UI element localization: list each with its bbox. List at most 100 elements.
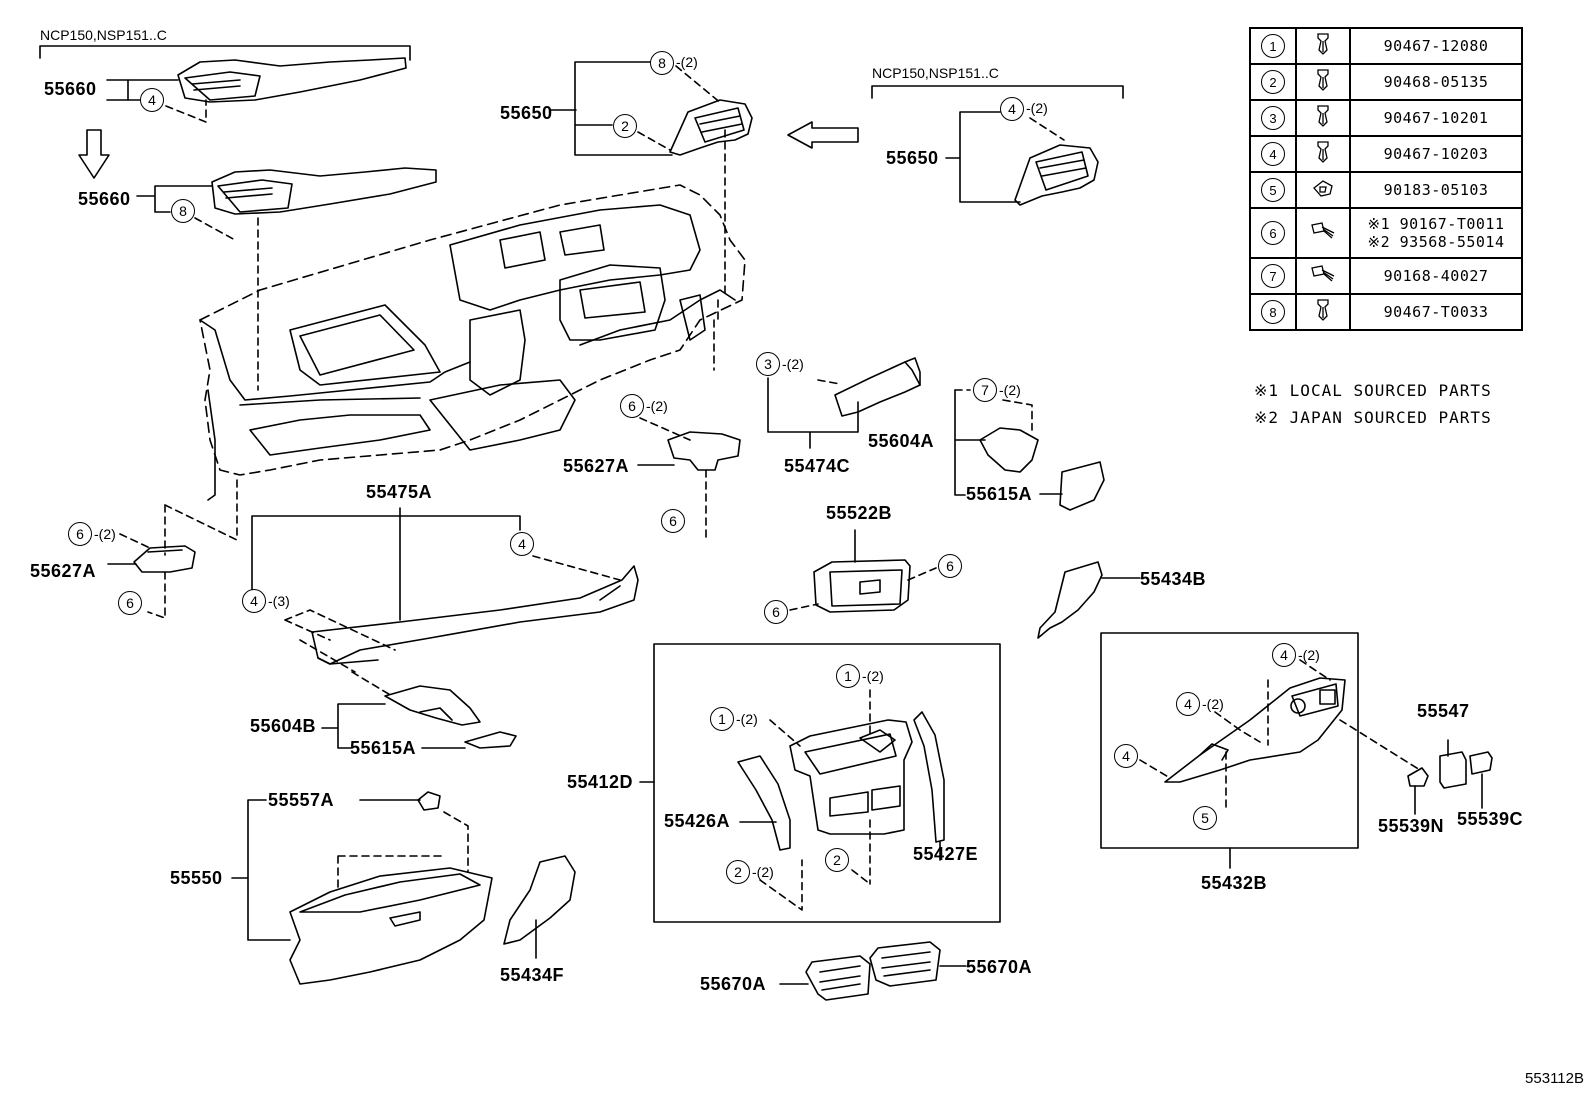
group-box-55412D [653,643,1001,923]
part-label-55432B[interactable]: 55432B [1201,873,1268,893]
callout-8: 8 [171,199,195,223]
legend-part-code-alt: ※2 93568-55014 [1367,233,1505,251]
part-55550 [289,867,493,985]
quantity-label: -(2) [676,54,698,70]
part-55557A [417,791,441,811]
part-label-55670A-left[interactable]: 55670A [700,974,767,994]
vent-55660-lower [211,167,437,215]
part-label-55627A-left[interactable]: 55627A [30,561,97,581]
part-55427E [913,711,945,843]
part-55434B [1037,561,1103,639]
part-label-55650-top[interactable]: 55650 [500,103,553,123]
part-label-55615A-bottom[interactable]: 55615A [350,738,417,758]
condition-bracket-left [39,45,411,61]
part-label-55604B[interactable]: 55604B [250,716,317,736]
part-label-55550[interactable]: 55550 [170,868,223,888]
quantity-label: -(3) [268,593,290,609]
part-55670A-right [869,941,941,987]
note-japan-sourced: ※2 JAPAN SOURCED PARTS [1254,408,1492,427]
callout-4: 4 [1000,97,1024,121]
legend-row: 6 ※1 90167-T0011 ※2 93568-55014 [1249,207,1523,259]
part-55426A [737,755,791,851]
part-55412D [789,719,913,835]
vent-55650-right [1014,144,1099,206]
callout-6: 6 [764,600,788,624]
part-55539C [1469,751,1493,809]
callout-6: 6 [938,554,962,578]
part-label-55427E[interactable]: 55427E [913,844,979,864]
legend-row: 8 90467-T0033 [1249,293,1523,331]
clip-icon [1317,299,1329,321]
legend-number: 8 [1261,300,1285,324]
part-label-55547[interactable]: 55547 [1417,701,1470,721]
clip-icon [1317,69,1329,91]
part-label-55539C[interactable]: 55539C [1457,809,1524,829]
part-label-55660-lower[interactable]: 55660 [78,189,131,209]
part-label-55522B[interactable]: 55522B [826,503,893,523]
part-label-55434B[interactable]: 55434B [1140,569,1207,589]
part-55434F [503,855,576,945]
legend-part-code: 90183-05103 [1349,171,1523,209]
callout-2: 2 [825,848,849,872]
part-55432B [1164,677,1346,783]
legend-number: 2 [1261,70,1285,94]
part-55539N [1407,767,1429,815]
quantity-label: -(2) [736,711,758,727]
callout-4: 4 [510,532,534,556]
part-label-55426A[interactable]: 55426A [664,811,731,831]
part-55627A-left [133,545,196,573]
instrument-panel-body [199,184,746,501]
quantity-label: -(2) [1026,100,1048,116]
part-label-55475A[interactable]: 55475A [366,482,433,502]
quantity-label: -(2) [94,526,116,542]
quantity-label: -(2) [1298,647,1320,663]
legend-number: 7 [1261,264,1285,288]
legend-number: 1 [1261,34,1285,58]
quantity-label: -(2) [1202,696,1224,712]
part-label-55474C[interactable]: 55474C [784,456,851,476]
quantity-label: -(2) [862,668,884,684]
group-box-55432B [1100,632,1359,849]
part-label-55670A-right[interactable]: 55670A [966,957,1033,977]
callout-1: 1 [710,707,734,731]
part-55604A [979,427,1039,473]
screw-icon [1311,265,1335,282]
part-55604B [384,685,481,726]
callout-5: 5 [1193,806,1217,830]
part-label-55412D[interactable]: 55412D [567,772,634,792]
part-55615A-top [1059,461,1105,511]
callout-4: 4 [1272,643,1296,667]
part-label-55615A-top[interactable]: 55615A [966,484,1033,504]
legend-number: 4 [1261,142,1285,166]
part-55627A-center [667,431,741,471]
clip-icon [1317,105,1329,127]
note-local-sourced: ※1 LOCAL SOURCED PARTS [1254,381,1492,400]
callout-2: 2 [726,860,750,884]
quantity-label: -(2) [646,398,668,414]
down-arrow-icon [78,129,110,179]
legend-row: 1 90467-12080 [1249,27,1523,65]
part-label-55660-top[interactable]: 55660 [44,79,97,99]
quantity-label: -(2) [782,356,804,372]
vent-55660-top [177,57,407,103]
part-label-55604A[interactable]: 55604A [868,431,935,451]
left-arrow-icon [787,121,859,149]
part-label-55539N[interactable]: 55539N [1378,816,1445,836]
part-55670A-left [805,955,871,1001]
part-label-55557A[interactable]: 55557A [268,790,335,810]
part-label-55650-right[interactable]: 55650 [886,148,939,168]
part-label-55627A-center[interactable]: 55627A [563,456,630,476]
clip-icon [1317,33,1329,55]
part-55615A-bottom [464,731,517,749]
callout-3: 3 [756,352,780,376]
legend-number: 3 [1261,106,1285,130]
part-label-55434F[interactable]: 55434F [500,965,565,985]
legend-row: 5 90183-05103 [1249,171,1523,209]
condition-bracket-right [871,85,1124,99]
legend-part-code: 90168-40027 [1349,257,1523,295]
callout-6: 6 [620,394,644,418]
callout-4: 4 [1176,692,1200,716]
condition-label-right: NCP150,NSP151..C [872,65,999,81]
